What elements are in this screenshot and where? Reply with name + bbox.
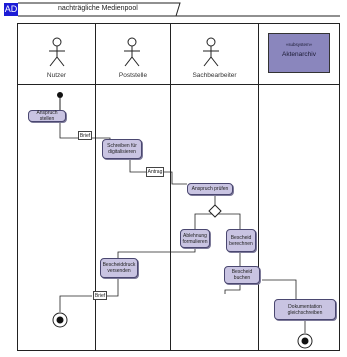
action-bescheid-buchen[interactable]: Bescheid buchen <box>224 266 260 284</box>
action-dokumentation[interactable]: Dokumentation gleichschreiben <box>274 299 336 320</box>
end-node-archiv <box>297 333 313 349</box>
actor-icon-nutzer <box>49 37 65 67</box>
action-anspruch-stellen[interactable]: Anspruch stellen <box>28 110 66 122</box>
object-node-brief[interactable]: Brief <box>78 131 92 140</box>
action-schreiben-digitalisieren[interactable]: Schreiben für digitalisieren <box>102 139 142 159</box>
archive-subsystem[interactable]: «subsystem» Aktenarchiv <box>268 33 330 73</box>
swimlane-frame <box>17 23 340 351</box>
lane-divider <box>95 23 96 351</box>
lane-divider <box>258 23 259 351</box>
object-node-antrag[interactable]: Antrag <box>146 167 164 177</box>
decision-node <box>208 204 222 218</box>
lane-label-sachbearbeiter: Sachbearbeiter <box>192 72 237 79</box>
diagram-type-tab[interactable]: AD <box>4 3 18 16</box>
action-ablehnung-formulieren[interactable]: Ablehnung formulieren <box>180 229 210 248</box>
action-bescheiddruck-versenden[interactable]: Bescheiddruck versenden <box>100 258 138 278</box>
lane-label-nutzer: Nutzer <box>46 72 67 79</box>
action-bescheid-berechnen[interactable]: Bescheid berechnen <box>226 229 256 252</box>
object-node-brief[interactable]: Brief <box>93 291 107 300</box>
action-anspruch-pruefen[interactable]: Anspruch prüfen <box>187 183 233 195</box>
actor-icon-poststelle <box>124 37 140 67</box>
lane-divider <box>170 23 171 351</box>
diagram-title: nachträgliche Medienpool <box>58 5 138 12</box>
archive-stereotype: «subsystem» <box>285 42 313 47</box>
lane-label-poststelle: Poststelle <box>118 72 148 79</box>
end-node-nutzer <box>52 312 68 328</box>
lane-header-separator <box>17 84 340 85</box>
actor-icon-sachbearbeiter <box>203 37 219 67</box>
start-node <box>57 92 63 98</box>
archive-label: Aktenarchiv <box>282 51 316 58</box>
